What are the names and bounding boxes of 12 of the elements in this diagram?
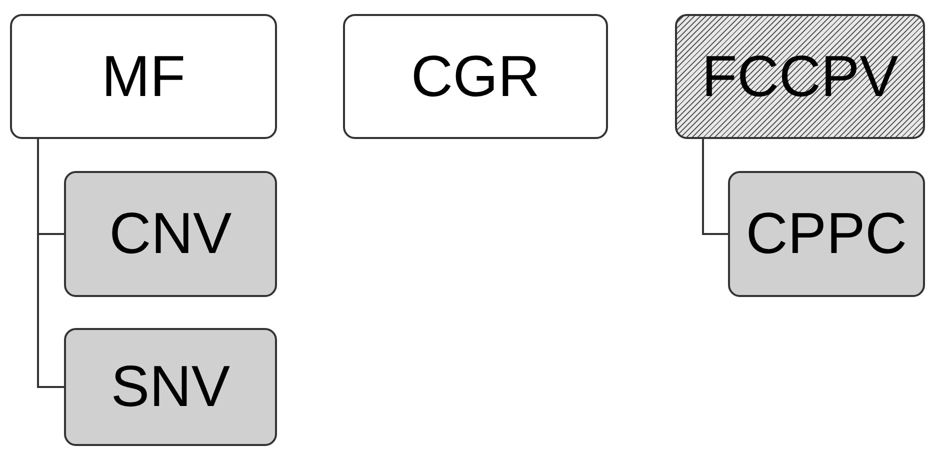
- box-label: CGR: [411, 48, 540, 106]
- box-label: MF: [102, 48, 186, 106]
- connector-line: [37, 139, 64, 388]
- label-box: [343, 14, 608, 139]
- box-label: SNV: [110, 358, 230, 416]
- label-box: [64, 171, 277, 297]
- label-box: [10, 14, 277, 139]
- label-box: [64, 328, 277, 446]
- box-label: CPPC: [746, 205, 908, 263]
- label-box: [728, 171, 925, 297]
- connector-line: [702, 139, 728, 235]
- box-label: CNV: [109, 205, 232, 263]
